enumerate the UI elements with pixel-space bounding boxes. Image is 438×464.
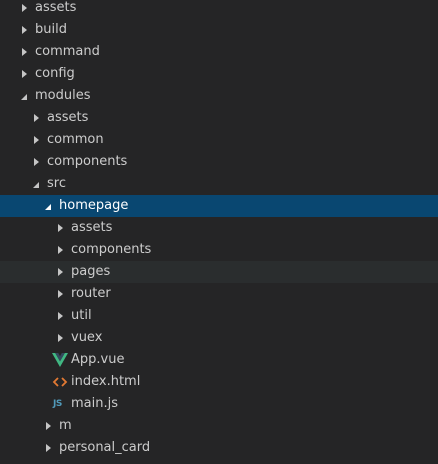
tree-item-router[interactable]: router	[0, 283, 438, 305]
vue-icon	[52, 353, 68, 367]
tree-item-label: assets	[47, 110, 89, 125]
tree-item-build[interactable]: build	[0, 19, 438, 41]
chevron-right-icon[interactable]	[20, 63, 30, 85]
tree-item-homepage[interactable]: homepage	[0, 195, 438, 217]
html-icon	[52, 375, 68, 389]
chevron-right-icon[interactable]	[20, 41, 30, 63]
chevron-down-icon[interactable]	[32, 173, 42, 195]
tree-item-index-html[interactable]: index.html	[0, 371, 438, 393]
tree-item-label: main.js	[71, 396, 118, 411]
tree-item-app-vue[interactable]: App.vue	[0, 349, 438, 371]
tree-item-label: common	[47, 132, 104, 147]
chevron-right-icon[interactable]	[56, 283, 66, 305]
tree-item-label: modules	[35, 88, 91, 103]
chevron-right-icon[interactable]	[32, 107, 42, 129]
tree-item-config[interactable]: config	[0, 63, 438, 85]
tree-item-label: m	[59, 418, 72, 433]
tree-item-label: util	[71, 308, 92, 323]
tree-item-label: vuex	[71, 330, 103, 345]
tree-item-modules-components[interactable]: components	[0, 151, 438, 173]
tree-item-personal-card[interactable]: personal_card	[0, 437, 438, 459]
tree-item-util[interactable]: util	[0, 305, 438, 327]
tree-item-label: index.html	[71, 374, 141, 389]
tree-item-label: App.vue	[71, 352, 125, 367]
chevron-right-icon[interactable]	[56, 327, 66, 349]
chevron-right-icon[interactable]	[20, 19, 30, 41]
tree-item-main-js[interactable]: JS main.js	[0, 393, 438, 415]
chevron-right-icon[interactable]	[44, 415, 54, 437]
tree-item-modules-assets[interactable]: assets	[0, 107, 438, 129]
tree-item-vuex[interactable]: vuex	[0, 327, 438, 349]
tree-item-common[interactable]: common	[0, 129, 438, 151]
tree-item-label: src	[47, 176, 66, 191]
tree-item-modules[interactable]: modules	[0, 85, 438, 107]
chevron-right-icon[interactable]	[56, 239, 66, 261]
tree-item-label: components	[47, 154, 128, 169]
tree-item-label: config	[35, 66, 75, 81]
tree-item-label: homepage	[59, 198, 129, 213]
chevron-right-icon[interactable]	[56, 217, 66, 239]
chevron-right-icon[interactable]	[32, 129, 42, 151]
tree-item-homepage-assets[interactable]: assets	[0, 217, 438, 239]
js-icon: JS	[53, 399, 62, 409]
tree-item-label: personal_card	[59, 440, 151, 455]
tree-item-command[interactable]: command	[0, 41, 438, 63]
chevron-right-icon[interactable]	[56, 261, 66, 283]
tree-item-label: pages	[71, 264, 111, 279]
tree-item-pages[interactable]: pages	[0, 261, 438, 283]
tree-item-label: components	[71, 242, 152, 257]
tree-item-label: assets	[35, 0, 77, 15]
tree-item-assets[interactable]: assets	[0, 0, 438, 19]
tree-item-label: build	[35, 22, 67, 37]
chevron-down-icon[interactable]	[44, 195, 54, 217]
tree-item-src[interactable]: src	[0, 173, 438, 195]
tree-item-homepage-components[interactable]: components	[0, 239, 438, 261]
tree-item-m[interactable]: m	[0, 415, 438, 437]
tree-item-label: assets	[71, 220, 113, 235]
chevron-down-icon[interactable]	[20, 85, 30, 107]
chevron-right-icon[interactable]	[20, 0, 30, 19]
chevron-right-icon[interactable]	[32, 151, 42, 173]
chevron-right-icon[interactable]	[44, 437, 54, 459]
chevron-right-icon[interactable]	[56, 305, 66, 327]
tree-item-label: router	[71, 286, 111, 301]
tree-item-label: command	[35, 44, 100, 59]
